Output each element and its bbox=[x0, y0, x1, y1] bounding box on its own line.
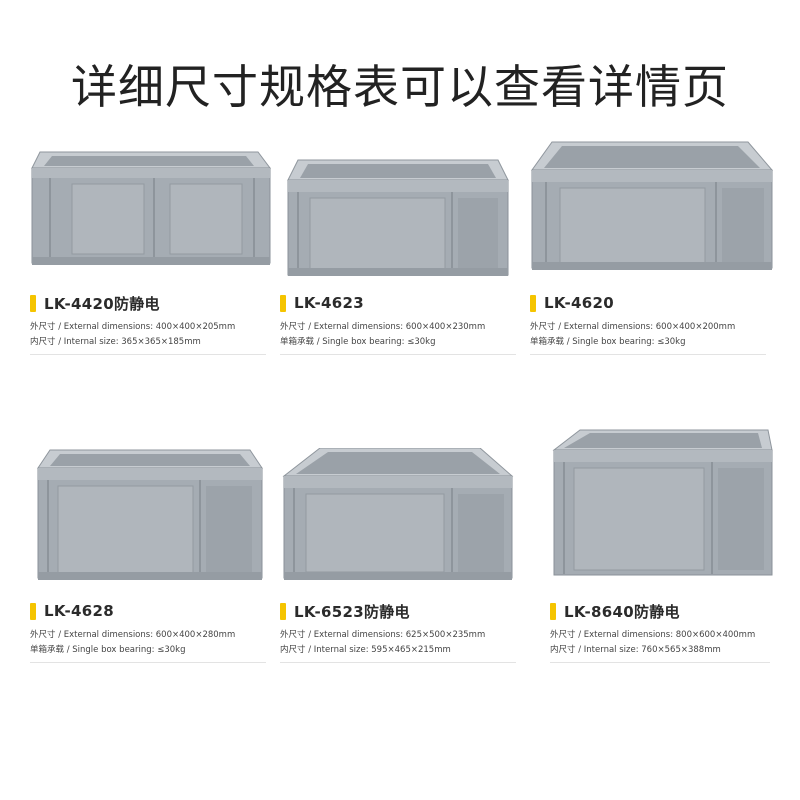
spec-list: 外尺寸 / External dimensions: 600×400×280mm… bbox=[30, 628, 266, 663]
product-card-lk-4623[interactable]: LK-4623 外尺寸 / External dimensions: 600×4… bbox=[280, 140, 525, 370]
spec-line: 单箱承载 / Single box bearing: ≤30kg bbox=[30, 645, 186, 655]
spec-line: 外尺寸 / External dimensions: 625×500×235mm bbox=[280, 630, 486, 640]
spec-list: 外尺寸 / External dimensions: 400×400×205mm… bbox=[30, 320, 266, 355]
product-name-row: LK-6523防静电 bbox=[280, 600, 410, 622]
spec-line: 内尺寸 / Internal size: 760×565×388mm bbox=[550, 645, 721, 655]
accent-bar bbox=[280, 294, 286, 312]
product-card-lk-4420[interactable]: LK-4420防静电 外尺寸 / External dimensions: 40… bbox=[30, 140, 275, 370]
crate-image bbox=[550, 428, 775, 578]
spec-list: 外尺寸 / External dimensions: 625×500×235mm… bbox=[280, 628, 516, 663]
product-name-row: LK-4628 bbox=[30, 600, 114, 622]
product-model: LK-8640防静电 bbox=[564, 602, 680, 621]
crate-image bbox=[30, 448, 275, 598]
spec-line: 单箱承载 / Single box bearing: ≤30kg bbox=[280, 337, 436, 347]
product-card-lk-8640[interactable]: LK-8640防静电 外尺寸 / External dimensions: 80… bbox=[550, 428, 795, 663]
product-card-lk-6523[interactable]: LK-6523防静电 外尺寸 / External dimensions: 62… bbox=[280, 448, 525, 678]
spec-line: 外尺寸 / External dimensions: 600×400×230mm bbox=[280, 322, 486, 332]
spec-list: 外尺寸 / External dimensions: 600×400×200mm… bbox=[530, 320, 766, 355]
product-model: LK-4420防静电 bbox=[44, 294, 160, 313]
spec-line: 外尺寸 / External dimensions: 600×400×280mm bbox=[30, 630, 236, 640]
product-model: LK-4620 bbox=[544, 294, 614, 312]
spec-list: 外尺寸 / External dimensions: 600×400×230mm… bbox=[280, 320, 516, 355]
product-card-lk-4620[interactable]: LK-4620 外尺寸 / External dimensions: 600×4… bbox=[530, 140, 775, 370]
product-model: LK-6523防静电 bbox=[294, 602, 410, 621]
product-name-row: LK-4623 bbox=[280, 292, 364, 314]
accent-bar bbox=[280, 602, 286, 620]
crate-image bbox=[30, 140, 275, 290]
page-title: 详细尺寸规格表可以查看详情页 bbox=[71, 59, 729, 114]
crate-image bbox=[280, 448, 525, 598]
accent-bar bbox=[550, 602, 556, 620]
spec-list: 外尺寸 / External dimensions: 800×600×400mm… bbox=[550, 628, 770, 663]
crate-image bbox=[530, 140, 775, 290]
spec-line: 内尺寸 / Internal size: 365×365×185mm bbox=[30, 337, 201, 347]
product-model: LK-4628 bbox=[44, 602, 114, 620]
accent-bar bbox=[30, 602, 36, 620]
product-card-lk-4628[interactable]: LK-4628 外尺寸 / External dimensions: 600×4… bbox=[30, 448, 275, 678]
spec-line: 单箱承载 / Single box bearing: ≤30kg bbox=[530, 337, 686, 347]
product-name-row: LK-8640防静电 bbox=[550, 600, 680, 622]
spec-line: 外尺寸 / External dimensions: 800×600×400mm bbox=[550, 630, 756, 640]
accent-bar bbox=[530, 294, 536, 312]
product-name-row: LK-4620 bbox=[530, 292, 614, 314]
product-name-row: LK-4420防静电 bbox=[30, 292, 160, 314]
accent-bar bbox=[30, 294, 36, 312]
spec-line: 内尺寸 / Internal size: 595×465×215mm bbox=[280, 645, 451, 655]
product-model: LK-4623 bbox=[294, 294, 364, 312]
spec-line: 外尺寸 / External dimensions: 400×400×205mm bbox=[30, 322, 236, 332]
crate-image bbox=[280, 140, 525, 290]
spec-line: 外尺寸 / External dimensions: 600×400×200mm bbox=[530, 322, 736, 332]
